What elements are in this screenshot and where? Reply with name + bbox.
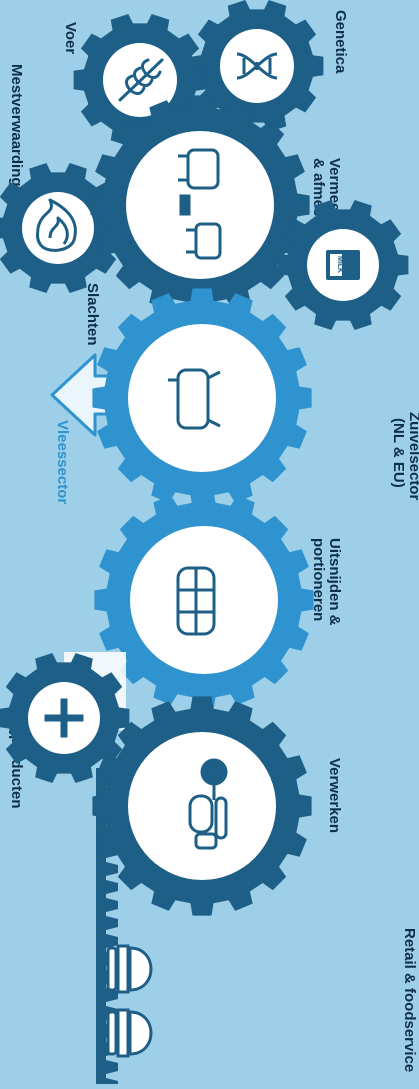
label-retail: Retail & foodservice <box>401 928 418 1072</box>
milk-carton-icon: MILK <box>326 250 360 280</box>
label-verwerken: Verwerken <box>326 758 343 833</box>
gear-uitsnijden <box>94 490 313 709</box>
label-zuivelsector-2: (NL & EU) <box>390 418 407 488</box>
gear-zuivelsector: MILK <box>278 200 409 330</box>
gear-slachten <box>92 288 311 507</box>
milk-carton-text: MILK <box>336 256 343 273</box>
gear-vermeerderen <box>90 95 309 314</box>
burger-icon-1 <box>108 946 151 992</box>
label-uitsnijden-1: Uitsnijden & <box>326 538 343 626</box>
label-genetica: Genetica <box>332 10 349 74</box>
label-mestverwaarding: Mestverwaarding <box>8 64 25 187</box>
label-voer: Voer <box>62 22 79 54</box>
gear-verwerken <box>92 696 311 915</box>
label-vleessector: Vleessector <box>54 420 71 504</box>
label-slachten: Slachten <box>84 283 101 346</box>
burger-icon-2 <box>108 1010 151 1056</box>
